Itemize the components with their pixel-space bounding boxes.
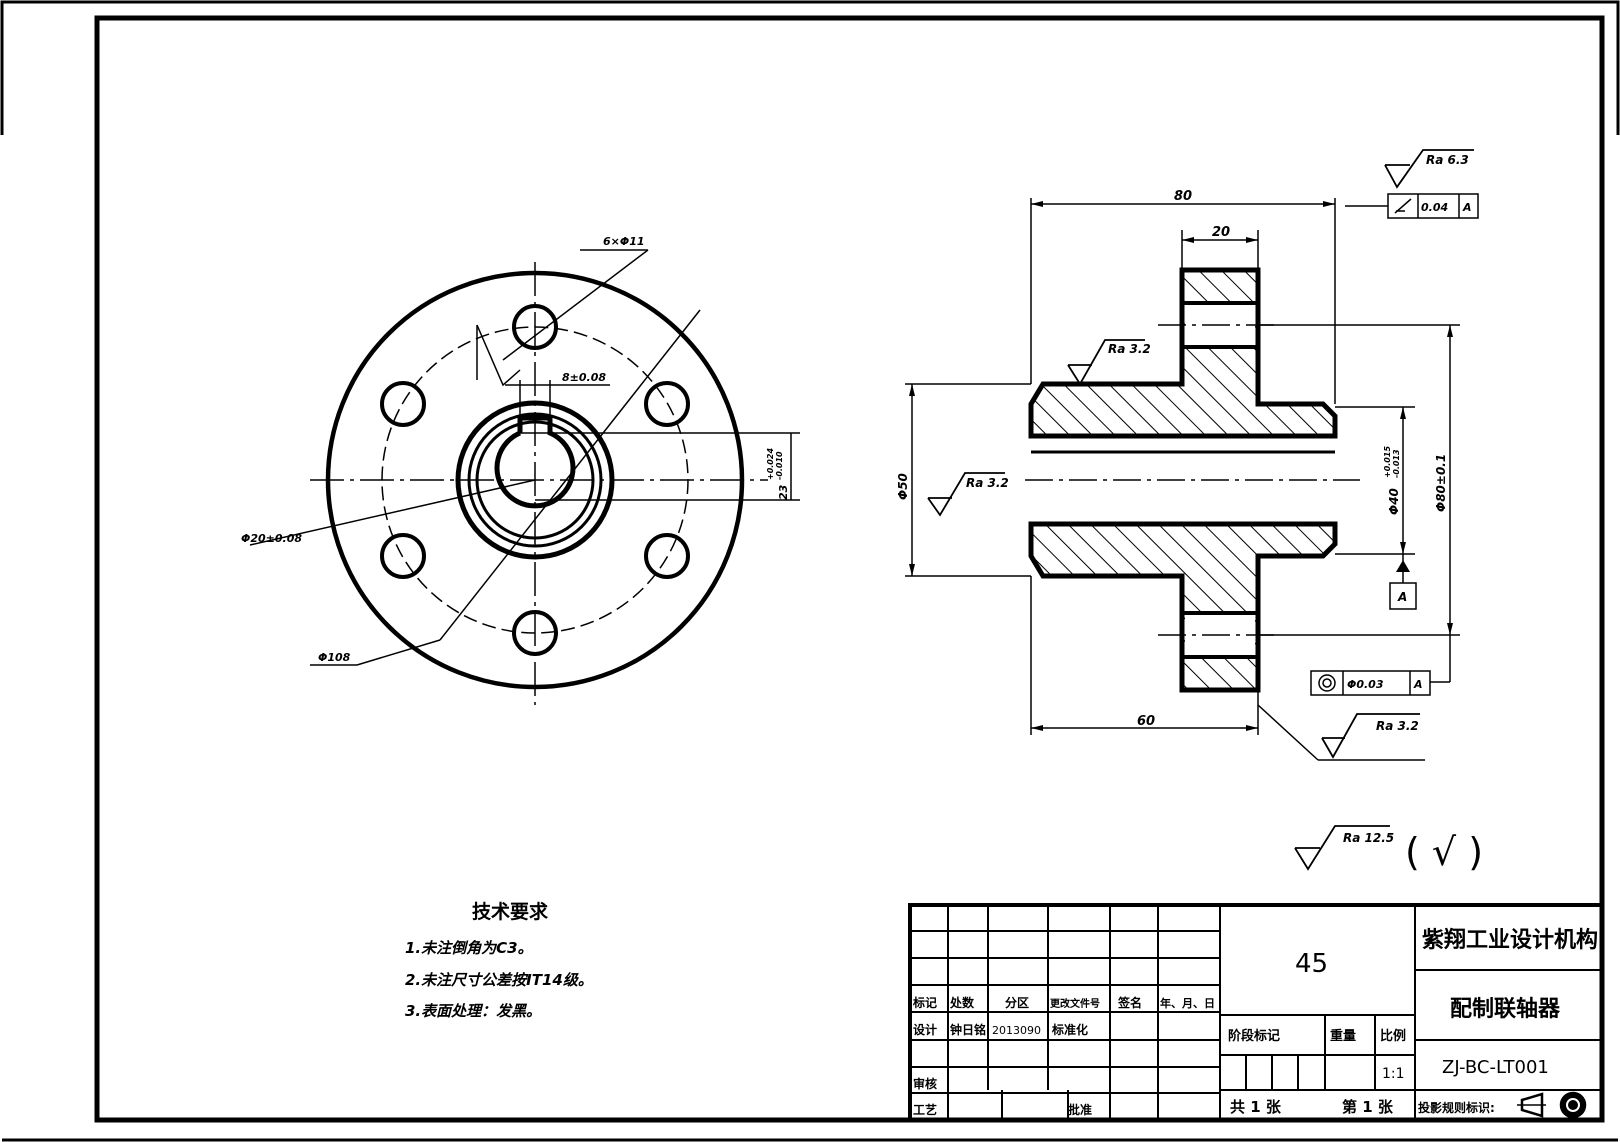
bore-diameter-side-label: Φ40 — [1387, 488, 1401, 515]
perpendicularity-value: 0.04 — [1421, 201, 1448, 214]
concentricity-value: Φ0.03 — [1347, 678, 1384, 691]
header-count: 处数 — [949, 995, 975, 1010]
front-view — [249, 249, 800, 705]
title-block-text: 标记 处数 分区 更改文件号 签名 年、月、日 设计 钟日铭 2013090 标… — [912, 927, 1598, 1117]
company-name: 紫翔工业设计机构 — [1422, 927, 1598, 953]
header-signature: 签名 — [1117, 995, 1142, 1010]
dimension-arrows — [909, 201, 1453, 731]
bore-diameter-label: Φ20±0.08 — [241, 532, 302, 545]
roughness-bottom-right: Ra 3.2 — [1376, 719, 1419, 733]
stage-mark-label: 阶段标记 — [1228, 1028, 1280, 1044]
projection-label: 投影规则标识: — [1418, 1100, 1495, 1115]
flange-thickness-label: 20 — [1212, 225, 1230, 240]
material-text: 45 — [1295, 949, 1328, 979]
front-view-labels: 6×Φ11 8±0.08 23 +0.024 -0.010 Φ20±0.08 Φ… — [241, 235, 790, 664]
scale-label: 比例 — [1380, 1028, 1406, 1044]
header-zone: 分区 — [1005, 995, 1029, 1010]
section-upper-half — [1028, 267, 1338, 439]
technical-requirements: 技术要求 1.未注倒角为C3。 2.未注尺寸公差按IT14级。 3.表面处理：发… — [405, 900, 593, 1020]
bore-lower-label: -0.013 — [1392, 449, 1401, 478]
header-date: 年、月、日 — [1160, 996, 1215, 1010]
tech-req-item-2: 2.未注尺寸公差按IT14级。 — [405, 971, 593, 989]
datum-label: A — [1397, 590, 1407, 604]
section-dimension-lines — [905, 198, 1460, 761]
section-dimension-labels: 80 20 60 Φ50 Φ40 +0.015 -0.013 Φ80±0.1 — [896, 189, 1448, 729]
tech-req-item-1: 1.未注倒角为C3。 — [405, 939, 533, 957]
section-roughness-labels: Ra 6.3 Ra 3.2 Ra 3.2 Ra 3.2 Ra 12.5 ( √ … — [966, 153, 1483, 874]
bolt-holes — [380, 304, 690, 656]
concentricity-datum: A — [1413, 678, 1423, 691]
overall-length-label: 80 — [1174, 189, 1192, 204]
section-view — [905, 198, 1460, 761]
section-roughness-symbols — [927, 149, 1474, 871]
design-label: 设计 — [913, 1022, 937, 1037]
datum-box: A — [1389, 582, 1417, 610]
leader-lines — [249, 249, 800, 666]
keyway-roughness-symbol — [476, 324, 521, 387]
designer-name: 钟日铭 — [950, 1022, 986, 1037]
process-label: 工艺 — [913, 1102, 937, 1117]
title-block: 标记 处数 分区 更改文件号 签名 年、月、日 设计 钟日铭 2013090 标… — [908, 903, 1604, 1122]
approve-label: 批准 — [1068, 1102, 1092, 1117]
bolt-holes-label: 6×Φ11 — [603, 235, 645, 248]
roughness-general-paren: ( √ ) — [1405, 830, 1483, 874]
projection-symbol-icon — [1517, 1091, 1587, 1119]
sheet-number: 第 1 张 — [1342, 1098, 1394, 1116]
bore-upper-label: +0.015 — [1383, 446, 1392, 478]
length-from-flange-label: 60 — [1137, 714, 1155, 729]
roughness-general: Ra 12.5 — [1343, 831, 1394, 845]
part-name: 配制联轴器 — [1450, 996, 1561, 1022]
keyway-width-label: 8±0.08 — [562, 371, 606, 384]
hub-outer — [455, 400, 615, 560]
standardization-label: 标准化 — [1051, 1022, 1088, 1037]
perpendicularity-datum: A — [1462, 201, 1472, 214]
tech-req-item-3: 3.表面处理：发黑。 — [405, 1002, 541, 1020]
roughness-top-right: Ra 6.3 — [1426, 153, 1469, 167]
perpendicularity-frame: 0.04 A — [1387, 193, 1479, 219]
drawing-number: ZJ-BC-LT001 — [1442, 1057, 1549, 1078]
hub-inner — [475, 420, 595, 540]
bolt-circle-diameter-label: Φ108 — [318, 651, 351, 664]
bore-keyway — [494, 415, 576, 509]
keyway-depth-upper: +0.024 — [766, 448, 775, 480]
flange-outline — [325, 270, 745, 690]
roughness-hub-top: Ra 3.2 — [1108, 342, 1151, 356]
hub-chamfer — [467, 412, 603, 548]
concentricity-frame: Φ0.03 A — [1310, 670, 1431, 696]
review-label: 审核 — [913, 1076, 937, 1091]
flange-bolt-diameter-label: Φ80±0.1 — [1434, 454, 1448, 512]
header-mark: 标记 — [912, 995, 937, 1010]
tech-req-title: 技术要求 — [472, 900, 549, 923]
hub-diameter-label: Φ50 — [896, 473, 910, 500]
sheet-total: 共 1 张 — [1230, 1098, 1282, 1116]
weight-label: 重量 — [1330, 1028, 1356, 1044]
section-lower-half — [1028, 521, 1338, 693]
keyway-depth-label: 23 — [777, 484, 790, 500]
scale-value: 1:1 — [1382, 1066, 1405, 1082]
keyway-depth-lower: -0.010 — [775, 451, 784, 480]
header-change-doc: 更改文件号 — [1050, 997, 1100, 1010]
design-date: 2013090 — [992, 1024, 1041, 1037]
roughness-hub-left: Ra 3.2 — [966, 476, 1009, 490]
bolt-circle — [381, 326, 689, 634]
center-lines — [310, 262, 768, 705]
